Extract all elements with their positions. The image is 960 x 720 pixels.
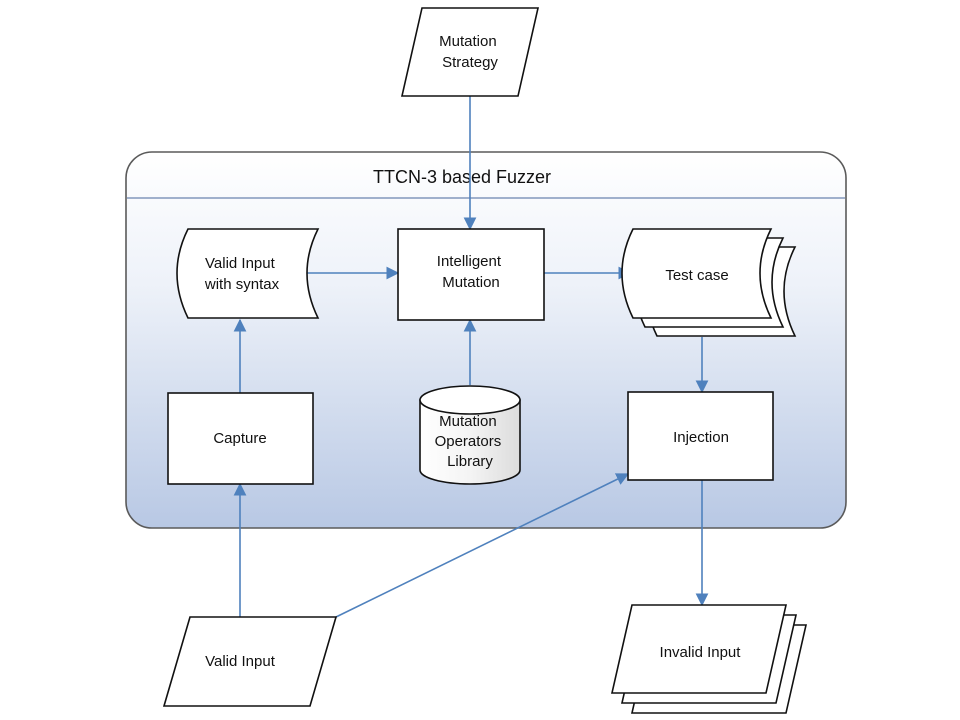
- container-title: TTCN-3 based Fuzzer: [373, 167, 551, 187]
- intelligent-mutation-line-1: Intelligent: [437, 253, 502, 270]
- capture-label: Capture: [213, 430, 266, 447]
- capture-node: Capture: [167, 392, 314, 485]
- injection-label: Injection: [673, 429, 729, 446]
- mutation-strategy-line-1: Mutation: [439, 33, 497, 50]
- valid-input-syntax-line-2: with syntax: [204, 276, 280, 293]
- operators-library-line-3: Library: [447, 453, 493, 470]
- valid-input-syntax-node: Valid Input with syntax: [176, 228, 320, 319]
- intelligent-mutation-line-2: Mutation: [442, 274, 500, 291]
- edges: [233, 96, 709, 618]
- injection-node: Injection: [627, 391, 774, 481]
- valid-input-label: Valid Input: [205, 653, 276, 670]
- valid-input-node: Valid Input: [162, 616, 338, 707]
- valid-input-syntax-line-1: Valid Input: [205, 255, 276, 272]
- svg-text:Mutation Operators: Mutation Operators Library: [435, 413, 506, 470]
- svg-text:Intelligent Mutation: Intelligent Mutation: [437, 253, 505, 291]
- mutation-strategy-node: Mutation Strategy: [400, 7, 540, 97]
- test-case-node: Test case: [621, 228, 797, 337]
- operators-library-line-1: Mutation: [439, 413, 497, 430]
- edge-validinput-to-injection: [335, 473, 630, 618]
- operators-library-line-2: Operators: [435, 433, 502, 450]
- invalid-input-label: Invalid Input: [660, 644, 742, 661]
- invalid-input-node: Invalid Input: [610, 604, 808, 714]
- test-case-label: Test case: [665, 267, 728, 284]
- svg-text:Mutation Strategy: Mutation Strategy: [439, 33, 501, 71]
- mutation-strategy-line-2: Strategy: [442, 54, 498, 71]
- svg-text:Valid Input with syntax: Valid Input with syntax: [204, 255, 280, 293]
- operators-library-node: Mutation Operators Library: [419, 385, 521, 485]
- intelligent-mutation-node: Intelligent Mutation: [397, 228, 545, 321]
